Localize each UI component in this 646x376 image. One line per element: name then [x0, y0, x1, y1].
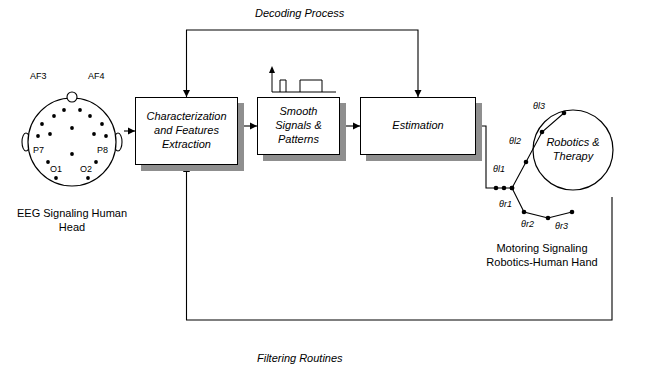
arrowhead: [250, 123, 257, 130]
arrowhead: [415, 90, 422, 97]
electrode-label: O1: [50, 165, 62, 174]
axis-arrow: [269, 66, 275, 73]
head-circle: [28, 98, 116, 186]
finger-joint: [570, 210, 575, 215]
finger-joint: [540, 130, 545, 135]
joint-angle: θl3: [533, 102, 545, 111]
eeg-head: EEG Signaling Human Head: [20, 94, 124, 190]
box-label: Estimation: [392, 119, 443, 133]
robot-hand: Robotics & TherapyMotoring Signaling Rob…: [512, 105, 617, 197]
robot-circle: [533, 110, 613, 190]
joint-angle: θl2: [509, 137, 521, 146]
connector-line: [187, 30, 419, 97]
electrode-label: P7: [33, 146, 44, 155]
electrode-dot: [54, 176, 58, 180]
connector: [476, 126, 512, 188]
nose: [67, 92, 77, 102]
process-box: Estimation: [360, 97, 476, 155]
finger-joint: [510, 186, 515, 191]
finger-joint: [524, 160, 529, 165]
connector: [340, 123, 360, 130]
finger-joint: [562, 111, 567, 116]
figure-caption: EEG Signaling Human Head: [8, 206, 136, 235]
electrode-dot: [52, 114, 56, 118]
head-outline: [20, 94, 124, 190]
electrode-dot: [78, 108, 82, 112]
circle-label: Robotics & Therapy: [546, 136, 600, 164]
joint-angle: θr2: [521, 220, 534, 229]
electrode-label: AF4: [88, 72, 105, 81]
electrode-dot: [46, 160, 50, 164]
finger-joint: [494, 186, 499, 191]
finger-joint: [522, 210, 527, 215]
box-label: Characterization and Features Extraction: [142, 110, 231, 151]
electrode-dot: [70, 152, 74, 156]
arrowhead: [128, 128, 135, 135]
electrode-label: P8: [97, 146, 108, 155]
joint-angle: θl1: [493, 165, 505, 174]
electrode-dot: [36, 134, 40, 138]
connector: [124, 128, 135, 135]
edge-label: Filtering Routines: [254, 352, 346, 365]
finger-joint: [546, 216, 551, 221]
connector: [183, 30, 422, 97]
electrode-dot: [88, 114, 92, 118]
electrode-dot: [70, 126, 74, 130]
arrowhead: [183, 165, 190, 172]
electrode-label: AF3: [30, 72, 47, 81]
finger-joint: [502, 186, 507, 191]
box-label: Smooth Signals & Patterns: [264, 105, 333, 146]
connector-line: [187, 165, 613, 320]
electrode-dot: [48, 132, 52, 136]
arrowhead: [183, 90, 190, 97]
electrode-dot: [92, 132, 96, 136]
connector-line: [476, 126, 512, 188]
electrode-dot: [94, 160, 98, 164]
electrode-dot: [40, 122, 44, 126]
process-box: Characterization and Features Extraction: [135, 97, 238, 165]
pulse-train: [272, 70, 336, 92]
joint-angle: θr3: [555, 222, 568, 231]
joint-angle: θr1: [499, 200, 512, 209]
connector: [238, 123, 257, 130]
electrode-dot: [62, 108, 66, 112]
electrode-dot: [100, 122, 104, 126]
electrode-label: O2: [80, 165, 92, 174]
figure-caption: Motoring Signaling Robotics-Human Hand: [480, 241, 604, 270]
arrowhead: [353, 123, 360, 130]
process-box: Smooth Signals & Patterns: [257, 97, 340, 155]
finger-joint: [510, 186, 515, 191]
connector: [183, 165, 612, 320]
electrode-dot: [104, 134, 108, 138]
edge-label: Decoding Process: [252, 7, 347, 20]
finger-link: [512, 188, 572, 218]
electrode-dot: [86, 176, 90, 180]
